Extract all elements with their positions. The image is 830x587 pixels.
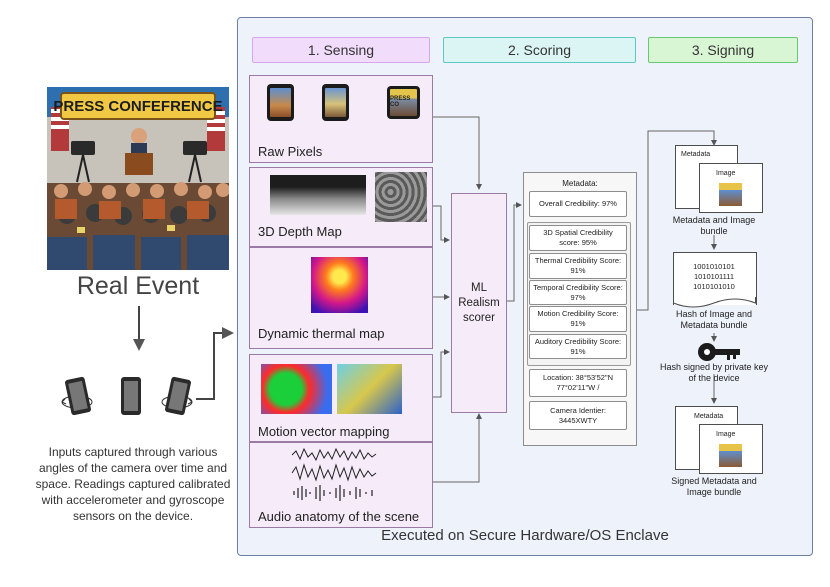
hash-document-wave: [673, 297, 756, 308]
bundle-thumbnail: [719, 183, 742, 206]
thermal-credibility: Thermal Credibility Score: 91%: [529, 253, 627, 279]
signed-caption: Signed Metadata and Image bundle: [671, 476, 757, 497]
stage-sensing: 1. Sensing: [252, 37, 430, 63]
bundle-image-label: Image: [716, 170, 736, 177]
location-field: Location: 38°53'52"N 77°02'11"W /: [529, 369, 627, 397]
press-conference-illustration: PRESS CONFEFRENCE: [47, 87, 229, 270]
panel-label-depth-map: 3D Depth Map: [258, 224, 342, 239]
rotating-phones-illustration: [60, 372, 200, 426]
phone-thumbnail: [322, 84, 349, 121]
hash-line: 1001010101: [693, 262, 735, 271]
auditory-credibility: Auditory Credibility Score: 91%: [529, 334, 627, 359]
real-event-caption: Inputs captured through various angles o…: [35, 445, 231, 523]
signed-image-label: Image: [716, 431, 736, 438]
signed-metadata-label: Metadata: [694, 413, 724, 420]
spatial-credibility: 3D Spatial Credibility score: 95%: [529, 225, 627, 251]
motion-credibility: Motion Credibility Score: 91%: [529, 306, 627, 332]
phone-icon: [65, 376, 91, 416]
key-icon: [698, 343, 740, 361]
panel-label-thermal-map: Dynamic thermal map: [258, 326, 385, 341]
camera-identifier: Camera Identier: 3445XWTY: [529, 401, 627, 430]
panel-label-audio: Audio anatomy of the scene: [258, 509, 420, 524]
metadata-title: Metadata:: [562, 179, 598, 188]
depth-map-image: [270, 175, 366, 215]
bundle-metadata-label: Metadata: [681, 151, 711, 158]
hash-line: 1010101010: [693, 282, 735, 291]
overall-credibility: Overall Credibility: 97%: [529, 191, 627, 217]
signed-image-document: Image: [699, 424, 763, 474]
panel-motion-vectors: Motion vector mapping: [249, 354, 433, 442]
banner-text: PRESS CONFEFRENCE: [53, 98, 222, 115]
panel-raw-pixels: PRESS CO Raw Pixels: [249, 75, 433, 163]
real-event-title: Real Event: [76, 272, 200, 300]
stage-scoring: 2. Scoring: [443, 37, 636, 63]
ml-realism-scorer: ML Realism scorer: [451, 193, 507, 413]
panel-label-motion-vectors: Motion vector mapping: [258, 424, 390, 439]
panel-label-raw-pixels: Raw Pixels: [258, 144, 323, 159]
audio-waveform-image: [291, 447, 377, 501]
signed-thumbnail: [719, 444, 742, 467]
panel-thermal-map: Dynamic thermal map: [249, 247, 433, 349]
panel-depth-map: 3D Depth Map: [249, 167, 433, 247]
hash-values: 1001010101 1010101111 1010101010: [673, 262, 755, 292]
ml-scorer-label: ML Realism scorer: [458, 281, 500, 324]
depth-scene-image: [375, 172, 427, 222]
motion-vector-image: [261, 364, 332, 414]
hash-caption: Hash of Image and Metadata bundle: [675, 309, 753, 330]
hash-document: [673, 252, 757, 305]
motion-overlay-image: [337, 364, 402, 414]
phone-thumbnail: PRESS CO: [387, 86, 420, 119]
thermal-map-image: [311, 257, 368, 313]
enclave-footer: Executed on Secure Hardware/OS Enclave: [381, 527, 669, 544]
image-document-front: Image: [699, 163, 763, 213]
phone-thumbnail: [267, 84, 294, 121]
key-caption: Hash signed by private key of the device: [659, 362, 769, 383]
panel-audio: Audio anatomy of the scene: [249, 442, 433, 528]
hash-line: 1010101111: [693, 272, 735, 281]
temporal-credibility: Temporal Credibility Score: 97%: [529, 280, 627, 305]
stage-signing: 3. Signing: [648, 37, 798, 63]
bundle-caption: Metadata and Image bundle: [672, 215, 756, 236]
phone-banner-text: PRESS CO: [390, 96, 411, 108]
